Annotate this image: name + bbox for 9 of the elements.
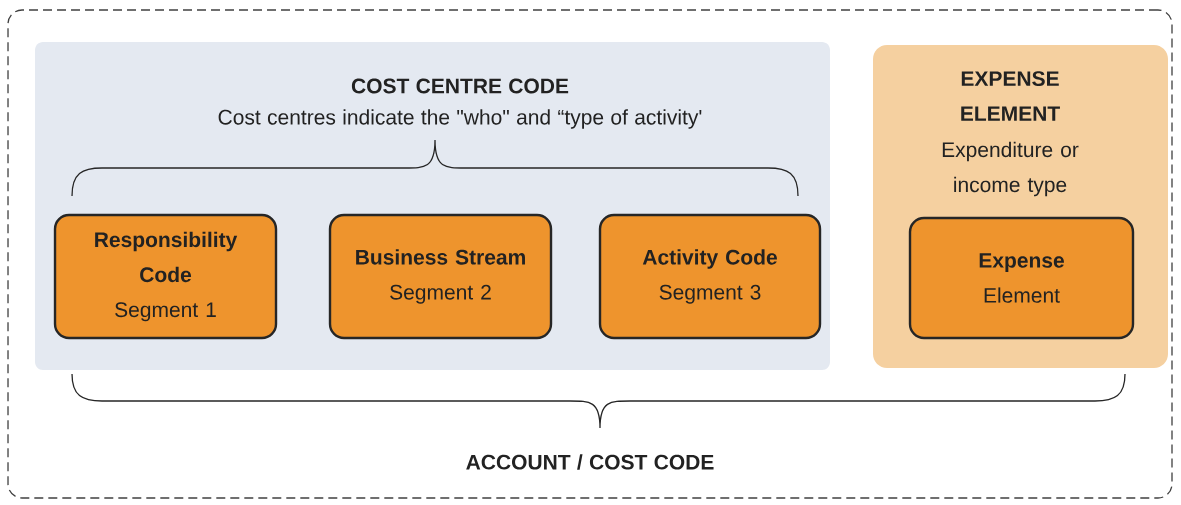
segment-box: Activity Code Segment 3 (598, 213, 822, 340)
segment-box: Responsibility Code Segment 1 (53, 213, 278, 340)
heading: EXPENSE ELEMENT (961, 71, 1060, 121)
heading: COST CENTRE CODE (351, 78, 569, 94)
segment-box: Business Stream Segment 2 (328, 213, 553, 340)
description: Cost centres indicate the "who" and “type of activity' (218, 109, 702, 129)
description: Expenditure or income type (942, 141, 1079, 197)
segment-box: Expense Element (908, 216, 1135, 340)
heading: ACCOUNT / COST CODE (466, 454, 714, 470)
